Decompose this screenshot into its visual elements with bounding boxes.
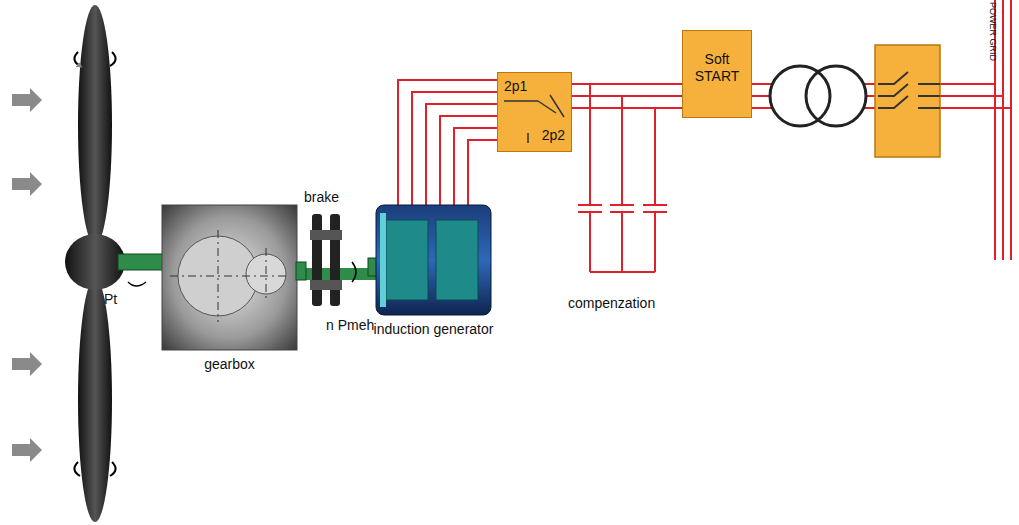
- wire-connector: [398, 80, 497, 205]
- wind-arrows: [12, 88, 42, 462]
- wire-connector: [572, 84, 682, 108]
- brake-label: brake: [304, 190, 339, 205]
- node-text: 2p1: [504, 79, 527, 94]
- node-text: Soft START: [683, 31, 751, 85]
- mech-power-label: n Pmeh: [326, 318, 374, 333]
- node-text: gearbox: [180, 356, 280, 373]
- transformer-symbol: [770, 66, 866, 126]
- circuit-breaker: [875, 45, 940, 157]
- grid-label: POWER GRID: [988, 2, 998, 61]
- generator-body: [368, 205, 491, 315]
- rotor-blades: [65, 5, 164, 522]
- grid-wires: [752, 0, 1011, 260]
- node-text: induction generator: [374, 321, 494, 338]
- power-label: Pt: [104, 292, 117, 307]
- gearbox-body: [162, 205, 306, 350]
- brake-disc: [310, 214, 356, 306]
- generator-box: induction generator: [376, 205, 491, 315]
- node-text: 2p2: [542, 128, 565, 143]
- gearbox-box: gearbox: [162, 205, 297, 350]
- pole-switch-box: 2p1 2p2: [497, 72, 572, 152]
- compensation-capacitors: [578, 84, 667, 272]
- soft-start-box: Soft START: [682, 30, 752, 118]
- compensation-label: compenzation: [568, 296, 655, 311]
